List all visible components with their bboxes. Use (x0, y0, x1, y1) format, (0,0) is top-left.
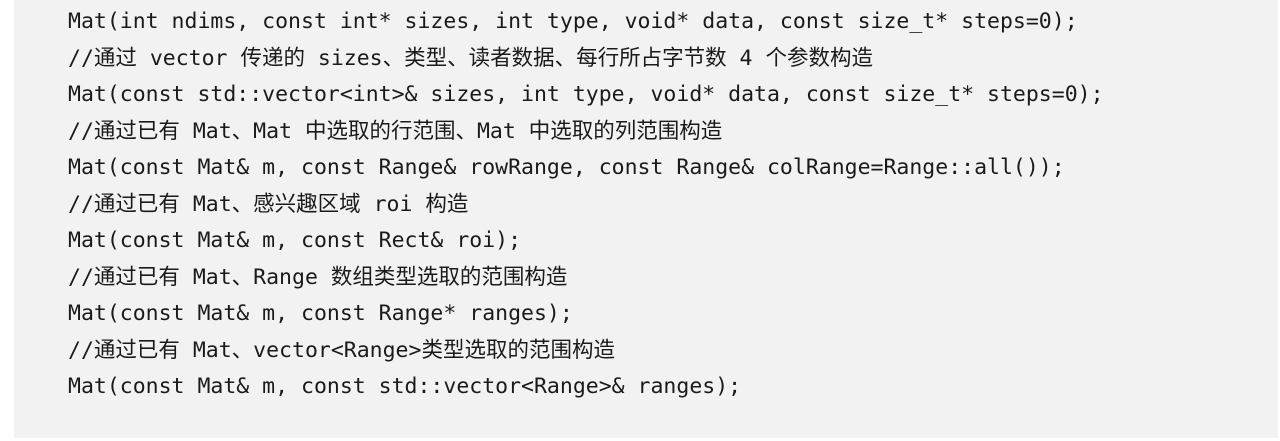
code-line-rect-constructor: Mat(const Mat& m, const Rect& roi); (68, 228, 522, 253)
comment-line-row-col-range: //通过已有 Mat、Mat 中选取的行范围、Mat 中选取的列范围构造 (68, 118, 723, 144)
code-line-range-array-constructor: Mat(const Mat& m, const Range* ranges); (68, 301, 573, 326)
comment-line-range-array: //通过已有 Mat、Range 数组类型选取的范围构造 (68, 264, 568, 290)
code-block: Mat(int ndims, const int* sizes, int typ… (14, 0, 1278, 438)
comment-line-vector-sizes: //通过 vector 传递的 sizes、类型、读者数据、每行所占字节数 4 … (68, 45, 873, 71)
comment-line-roi: //通过已有 Mat、感兴趣区域 roi 构造 (68, 191, 469, 217)
code-line-range-constructor: Mat(const Mat& m, const Range& rowRange,… (68, 155, 1065, 180)
code-line-vector-range-constructor: Mat(const Mat& m, const std::vector<Rang… (68, 374, 742, 399)
code-line-vector-constructor: Mat(const std::vector<int>& sizes, int t… (68, 82, 1104, 107)
comment-line-vector-range: //通过已有 Mat、vector<Range>类型选取的范围构造 (68, 337, 615, 363)
code-line-ndims-constructor: Mat(int ndims, const int* sizes, int typ… (68, 9, 1078, 34)
